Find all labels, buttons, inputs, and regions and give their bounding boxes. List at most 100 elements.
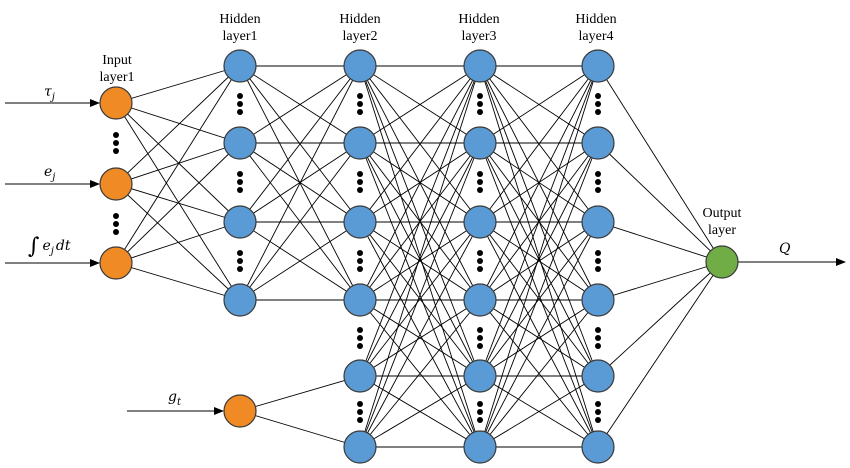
hidden1-ellipsis-dot	[237, 101, 243, 107]
hidden3-ellipsis-dot	[477, 409, 483, 415]
hidden3-ellipsis-dot	[477, 335, 483, 341]
hidden3-ellipsis-dot	[477, 343, 483, 349]
hidden2-ellipsis-dot	[357, 187, 363, 193]
connection-line	[359, 221, 481, 448]
input-ellipsis-dot	[113, 148, 119, 154]
output-layer-title-line1: Output	[703, 206, 742, 221]
connection-lines	[115, 65, 723, 448]
input-ellipsis-dot	[113, 213, 119, 219]
connection-line	[359, 221, 481, 301]
connection-line	[479, 221, 599, 448]
input-neuron	[99, 86, 133, 120]
hidden3-ellipsis-dot	[477, 109, 483, 115]
connection-line	[115, 65, 241, 104]
hidden4-ellipsis-dot	[595, 258, 601, 264]
connection-line	[479, 142, 599, 448]
hidden2-neuron	[343, 49, 377, 83]
input-layer-title-line1: Input	[102, 53, 132, 68]
connection-line	[359, 65, 481, 223]
hidden3-neuron	[463, 49, 497, 83]
hidden4-ellipsis-dot	[595, 179, 601, 185]
input-label-g: gt	[168, 389, 182, 408]
hidden3-ellipsis-dot	[477, 258, 483, 264]
tau-subscript: j	[50, 92, 55, 103]
hidden1-neuron	[223, 126, 257, 160]
output-neuron	[705, 245, 739, 279]
hidden4-ellipsis-dot	[595, 335, 601, 341]
hidden4-ellipsis-dot	[595, 187, 601, 193]
connection-line	[115, 221, 241, 264]
connection-line	[115, 65, 241, 264]
hidden1-neuron	[223, 283, 257, 317]
connection-line	[239, 375, 361, 412]
hidden-layer4-title-line2: layer4	[579, 29, 614, 44]
hidden2-neuron	[343, 430, 377, 464]
ellipsis-dots	[113, 93, 601, 423]
output-label-q: Q	[779, 241, 791, 257]
hidden3-neuron	[463, 283, 497, 317]
hidden2-ellipsis-dot	[357, 250, 363, 256]
connection-line	[479, 221, 599, 301]
connection-line	[479, 299, 599, 377]
hidden3-ellipsis-dot	[477, 250, 483, 256]
hidden2-neuron	[343, 205, 377, 239]
hidden2-neuron	[343, 359, 377, 393]
hidden3-ellipsis-dot	[477, 327, 483, 333]
hidden-layer1-title-line1: Hidden	[219, 12, 260, 27]
hidden2-ellipsis-dot	[357, 93, 363, 99]
hidden2-ellipsis-dot	[357, 258, 363, 264]
connection-line	[359, 65, 481, 301]
neurons	[99, 49, 739, 464]
connection-line	[239, 410, 361, 448]
hidden-layer3-title-line2: layer3	[462, 29, 497, 44]
connection-line	[597, 261, 723, 301]
input-ellipsis-dot	[113, 140, 119, 146]
hidden4-neuron	[581, 359, 615, 393]
connection-line	[479, 65, 599, 301]
hidden1-ellipsis-dot	[237, 266, 243, 272]
hidden1-ellipsis-dot	[237, 93, 243, 99]
hidden2-neuron	[343, 126, 377, 160]
hidden3-ellipsis-dot	[477, 187, 483, 193]
hidden2-ellipsis-dot	[357, 266, 363, 272]
integral-suffix: dt	[56, 238, 71, 254]
hidden4-ellipsis-dot	[595, 266, 601, 272]
connection-line	[479, 65, 599, 144]
connection-line	[239, 142, 361, 301]
connection-line	[597, 142, 723, 263]
connection-line	[359, 299, 481, 448]
connection-line	[479, 142, 599, 377]
hidden-layer1-title-line2: layer1	[223, 29, 258, 44]
hidden2-ellipsis-dot	[357, 179, 363, 185]
input-label-e: ej	[44, 164, 55, 183]
input-neuron	[99, 167, 133, 201]
connection-line	[115, 142, 241, 185]
hidden-layer2-title-line1: Hidden	[339, 12, 380, 27]
connection-line	[597, 221, 723, 263]
integral-symbol: ∫	[28, 234, 40, 259]
hidden3-ellipsis-dot	[477, 101, 483, 107]
hidden3-ellipsis-dot	[477, 93, 483, 99]
hidden1-neuron	[223, 49, 257, 83]
connection-line	[359, 65, 481, 377]
integral-subscript: j	[49, 246, 54, 257]
connection-line	[115, 65, 241, 185]
hidden4-neuron	[581, 283, 615, 317]
hidden4-ellipsis-dot	[595, 250, 601, 256]
connection-line	[115, 262, 241, 301]
connection-line	[115, 142, 241, 264]
hidden3-ellipsis-dot	[477, 266, 483, 272]
connection-line	[359, 299, 481, 377]
hidden4-neuron	[581, 205, 615, 239]
hidden3-neuron	[463, 205, 497, 239]
connection-line	[479, 221, 599, 377]
e-subscript: j	[50, 172, 55, 183]
tau-base: τ	[44, 84, 52, 100]
hidden4-ellipsis-dot	[595, 417, 601, 423]
hidden4-ellipsis-dot	[595, 343, 601, 349]
hidden2-ellipsis-dot	[357, 171, 363, 177]
g-base: g	[168, 389, 177, 405]
connection-line	[479, 65, 599, 223]
hidden1-ellipsis-dot	[237, 171, 243, 177]
hidden2-ellipsis-dot	[357, 343, 363, 349]
